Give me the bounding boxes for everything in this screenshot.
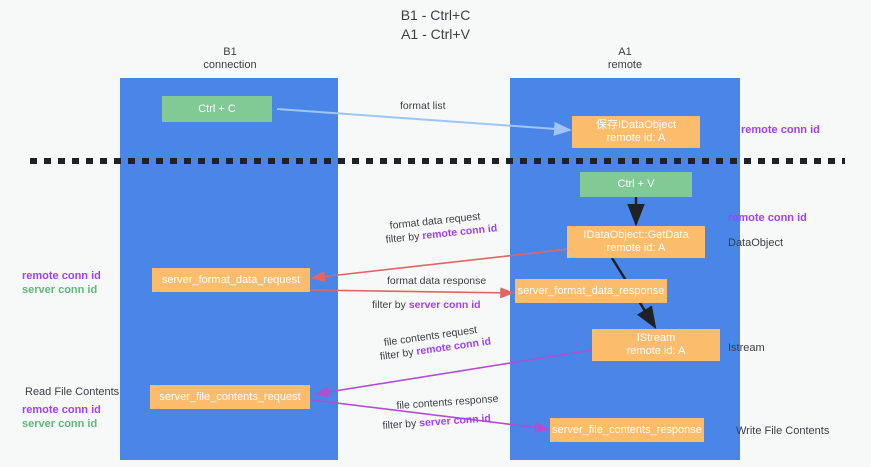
annotation-read-file-contents: Read File Contents <box>25 386 120 398</box>
annotation-istream: Istream <box>728 342 765 354</box>
title-line-1: B1 - Ctrl+C <box>400 7 471 23</box>
arrow-format-data-response <box>307 287 515 299</box>
label-format-data-response-filter: filter by server conn id <box>372 298 481 312</box>
lane-header-b1-name: B1 <box>223 46 237 58</box>
box-server-format-data-response-label: server_format_data_response <box>517 284 665 297</box>
page-title: B1 - Ctrl+C A1 - Ctrl+V <box>0 6 871 44</box>
box-getdata-line1: IDataObject::GetData <box>583 229 689 241</box>
lane-header-a1-sub: remote <box>607 59 643 71</box>
annotation-dataobject: DataObject <box>728 237 784 249</box>
annotation-write-file-contents: Write File Contents <box>736 425 830 437</box>
annotation-remote-conn-id-top: remote conn id <box>741 124 820 136</box>
label-format-list: format list <box>400 100 446 112</box>
title-line-2: A1 - Ctrl+V <box>401 26 470 42</box>
annotation-remote-conn-id-mid: remote conn id <box>728 212 807 224</box>
annotation-left-remote-conn-id: remote conn id <box>22 270 101 282</box>
box-server-file-contents-response[interactable]: server_file_contents_response <box>550 418 704 442</box>
arrow-file-contents-response <box>311 399 550 433</box>
box-ctrl-c[interactable]: Ctrl + C <box>162 96 272 122</box>
lane-header-b1: B1 connection <box>120 46 340 72</box>
label-filter-prefix-1: filter by <box>385 230 423 246</box>
box-ctrl-v[interactable]: Ctrl + V <box>580 172 692 197</box>
annotation-left-remote-conn-id-2: remote conn id <box>22 404 101 416</box>
lane-header-a1: A1 remote <box>510 46 740 72</box>
box-ctrl-v-label: Ctrl + V <box>617 178 655 190</box>
box-save-idataobject-line2: remote id: A <box>606 132 666 144</box>
box-getdata[interactable]: IDataObject::GetData remote id: A <box>567 226 705 258</box>
box-server-file-contents-request-label: server_file_contents_request <box>159 390 301 403</box>
label-filter-key-server-1: server conn id <box>408 299 481 311</box>
box-save-idataobject[interactable]: 保存IDataObject remote id: A <box>572 116 700 148</box>
lane-header-b1-sub: connection <box>203 59 257 71</box>
box-istream[interactable]: IStream remote id: A <box>592 329 720 361</box>
label-filter-prefix-4: filter by <box>382 417 420 432</box>
label-filter-prefix-2: filter by <box>372 299 409 311</box>
arrow-format-data-request <box>310 247 579 283</box>
annotation-left-server-conn-id-2: server conn id <box>22 418 98 430</box>
box-ctrl-c-label: Ctrl + C <box>198 102 236 115</box>
lane-header-a1-name: A1 <box>618 46 632 58</box>
annotation-left-server-conn-id: server conn id <box>22 284 98 296</box>
box-server-file-contents-response-label: server_file_contents_response <box>552 423 702 436</box>
box-server-format-data-request-label: server_format_data_request <box>161 273 301 286</box>
arrow-file-contents-request <box>314 349 593 398</box>
box-server-format-data-request[interactable]: server_format_data_request <box>152 268 310 292</box>
box-getdata-line2: remote id: A <box>606 242 666 254</box>
box-istream-line2: remote id: A <box>626 345 686 357</box>
box-server-format-data-response[interactable]: server_format_data_response <box>515 279 667 303</box>
box-istream-line1: IStream <box>636 332 676 344</box>
arrow-format-list <box>276 108 572 136</box>
box-server-file-contents-request[interactable]: server_file_contents_request <box>150 385 310 409</box>
box-save-idataobject-line1: 保存IDataObject <box>595 119 677 131</box>
label-format-data-response: format data response <box>387 275 487 287</box>
